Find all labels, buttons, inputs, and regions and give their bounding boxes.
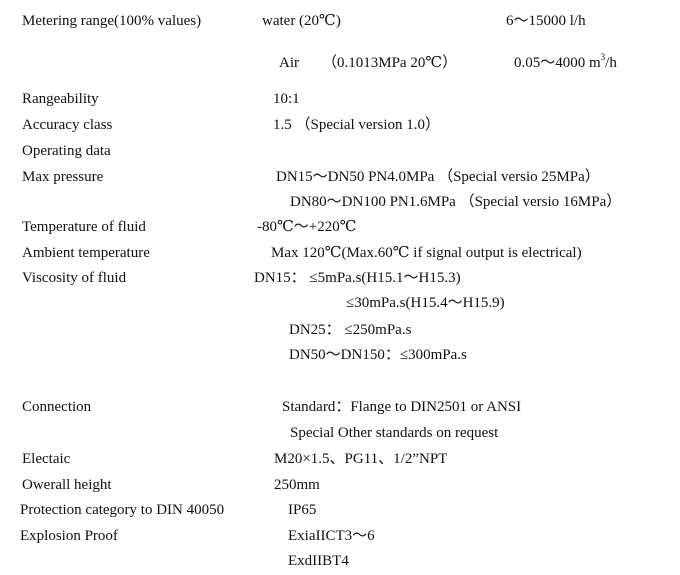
overall-height-value: 250mm	[274, 477, 320, 493]
connection-label: Connection	[22, 399, 92, 415]
max-pressure-line-1: DN15～DN50 PN4.0MPa （Special versio 25MPa…	[276, 169, 600, 185]
metering-water-range: 6～15000 l/h	[506, 13, 586, 29]
viscosity-line-3: DN25： ≤250mPa.s	[289, 322, 412, 338]
protection-category-value: IP65	[288, 502, 317, 518]
accuracy-class-value: 1.5 （Special version 1.0）	[273, 117, 441, 133]
protection-category-label: Protection category to DIN 40050	[20, 502, 225, 518]
metering-air-condition: （0.1013MPa 20℃）	[322, 55, 458, 71]
accuracy-class-label: Accuracy class	[22, 117, 113, 133]
ambient-temperature-label: Ambient temperature	[22, 245, 150, 261]
viscosity-line-2: ≤30mPa.s(H15.4～H15.9)	[346, 295, 505, 311]
metering-range-label: Metering range(100% values)	[22, 13, 202, 29]
fluid-temperature-label: Temperature of fluid	[22, 219, 146, 235]
max-pressure-label: Max pressure	[22, 169, 104, 185]
connection-line-1: Standard：Flange to DIN2501 or ANSI	[282, 399, 522, 415]
metering-air-label: Air	[279, 55, 299, 71]
rangeability-value: 10:1	[273, 91, 300, 107]
viscosity-line-1: DN15： ≤5mPa.s(H15.1～H15.3)	[254, 270, 461, 286]
rangeability-label: Rangeability	[22, 91, 99, 107]
operating-data-heading: Operating data	[22, 143, 111, 159]
metering-air-range-value: 0.05～4000 m	[514, 55, 601, 71]
viscosity-line-4: DN50～DN150：≤300mPa.s	[289, 347, 467, 363]
metering-air-range-unit: /h	[605, 55, 617, 71]
connection-line-2: Special Other standards on request	[290, 425, 499, 441]
electric-value: M20×1.5、PG11、1/2”NPT	[274, 451, 448, 467]
electric-label: Electaic	[22, 451, 71, 467]
explosion-proof-line-2: ExdIIBT4	[288, 553, 349, 569]
max-pressure-line-2: DN80～DN100 PN1.6MPa （Special versio 16MP…	[290, 194, 622, 210]
metering-water-label: water (20℃)	[262, 13, 341, 29]
ambient-temperature-value: Max 120℃(Max.60℃ if signal output is ele…	[271, 245, 582, 261]
metering-air-range-exponent: 3	[600, 52, 606, 62]
explosion-proof-label: Explosion Proof	[20, 528, 118, 544]
metering-air-range: 0.05～4000 m3/h	[514, 52, 617, 72]
fluid-temperature-value: -80℃～+220℃	[257, 219, 357, 235]
viscosity-label: Viscosity of fluid	[22, 270, 127, 286]
overall-height-label: Owerall height	[22, 477, 112, 493]
explosion-proof-line-1: ExiaIICT3～6	[288, 528, 375, 544]
